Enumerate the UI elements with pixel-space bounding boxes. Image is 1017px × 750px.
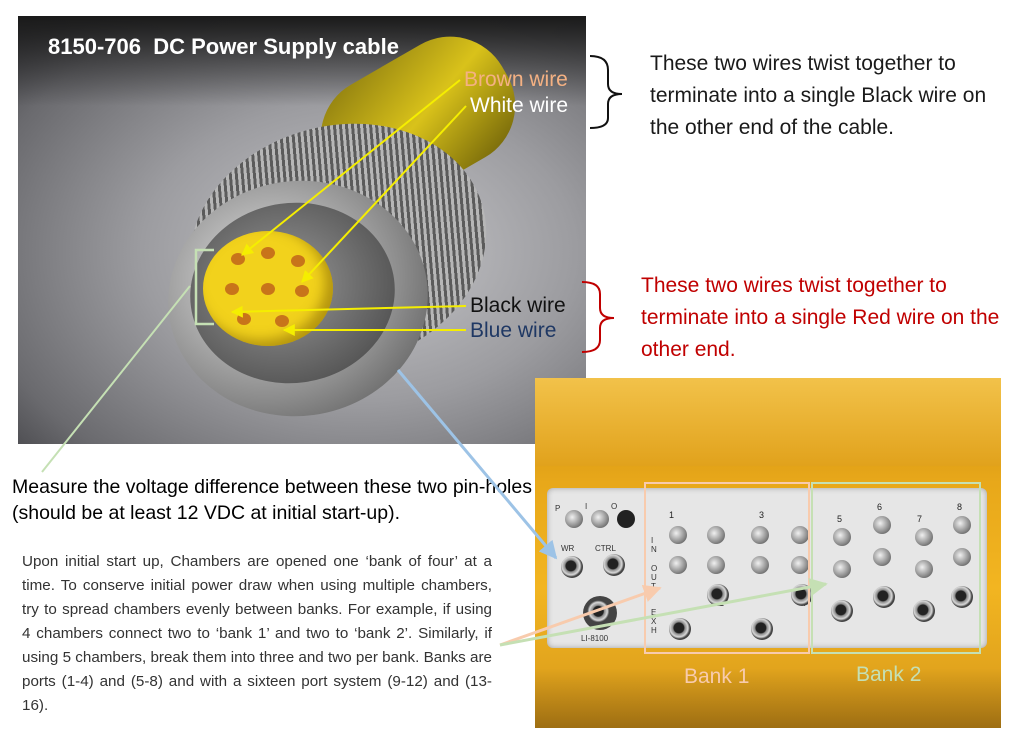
red-group-bracket — [581, 281, 615, 353]
black-wire-label: Black wire — [470, 294, 566, 317]
port-3-label: 3 — [759, 510, 765, 520]
connector-insert — [203, 231, 333, 346]
port-6-label: 6 — [877, 502, 883, 512]
panel-label-model: LI-8100 — [581, 634, 609, 643]
bank-1-label: Bank 1 — [684, 665, 750, 688]
bank-1-outline — [644, 482, 810, 654]
cable-title: 8150-706 DC Power Supply cable — [48, 34, 399, 59]
panel-label-wr: WR — [561, 544, 575, 553]
panel-label-in: I N — [651, 536, 657, 554]
startup-paragraph: Upon initial start up, Chambers are open… — [22, 553, 492, 714]
black-group-bracket — [589, 55, 623, 129]
port-1-label: 1 — [669, 510, 675, 520]
white-wire-label: White wire — [470, 94, 569, 117]
red-wire-note: These two wires twist together to termin… — [641, 274, 1000, 361]
measure-instruction: Measure the voltage difference between t… — [12, 476, 532, 524]
port-7-label: 7 — [917, 514, 923, 524]
panel-label-o: O — [611, 502, 618, 511]
port-8-label: 8 — [957, 502, 963, 512]
panel-label-ctrl: CTRL — [595, 544, 616, 553]
bank-2-label: Bank 2 — [856, 663, 922, 686]
bank-2-outline — [811, 482, 981, 654]
panel-label-i: I — [585, 502, 588, 511]
blue-wire-label: Blue wire — [470, 319, 557, 342]
panel-label-p: P — [555, 504, 561, 513]
brown-wire-label: Brown wire — [464, 68, 568, 91]
black-wire-note: These two wires twist together to termin… — [650, 52, 987, 139]
port-5-label: 5 — [837, 514, 843, 524]
